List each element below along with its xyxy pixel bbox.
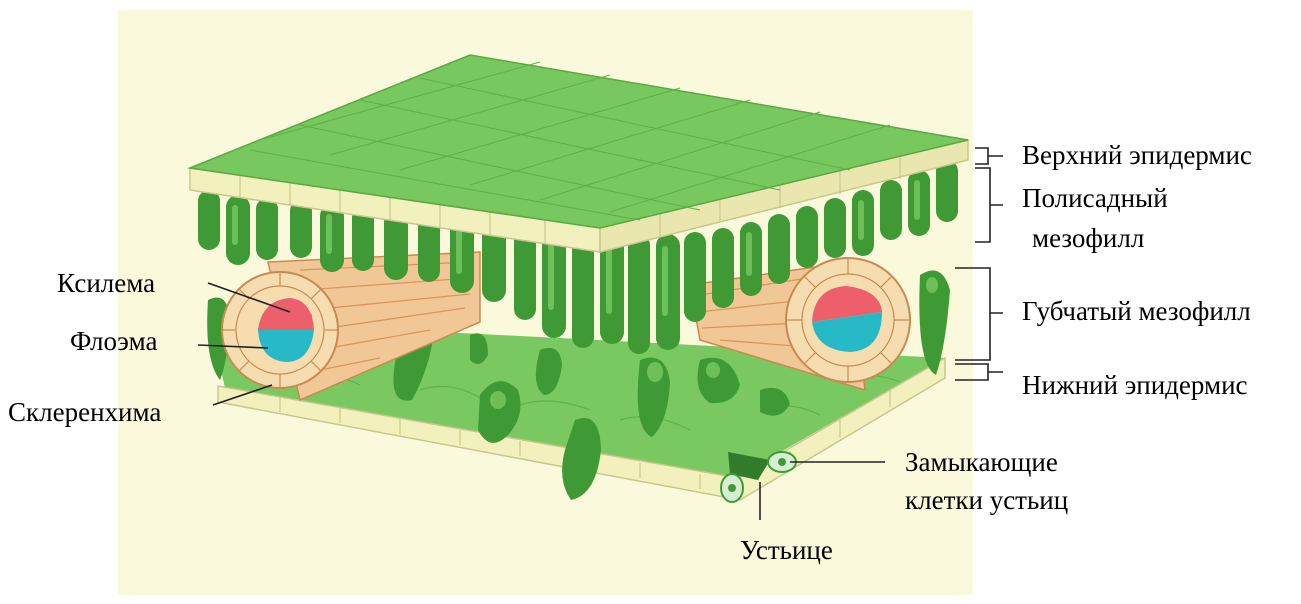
label-lower-epidermis: Нижний эпидермис (1022, 370, 1248, 401)
label-spongy-mesophyll: Губчатый мезофилл (1022, 296, 1251, 327)
label-palisade-line1: Полисадный (1022, 183, 1168, 214)
label-guard-cells-line2: клетки устьиц (905, 485, 1068, 516)
guard-cell-left-nucleus (728, 484, 736, 492)
label-guard-cells-line1: Замыкающие (905, 447, 1058, 478)
label-sclerenchyma: Склеренхима (8, 397, 161, 428)
guard-cell-right-nucleus (778, 458, 786, 466)
label-xylem: Ксилема (57, 268, 155, 299)
label-palisade-line2: мезофилл (1032, 223, 1144, 254)
label-phloem: Флоэма (70, 326, 158, 357)
bracket-palisade (975, 168, 1003, 242)
label-stoma: Устьице (740, 535, 833, 566)
label-upper-epidermis: Верхний эпидермис (1022, 140, 1252, 171)
bracket-upper-epidermis (975, 148, 1003, 164)
